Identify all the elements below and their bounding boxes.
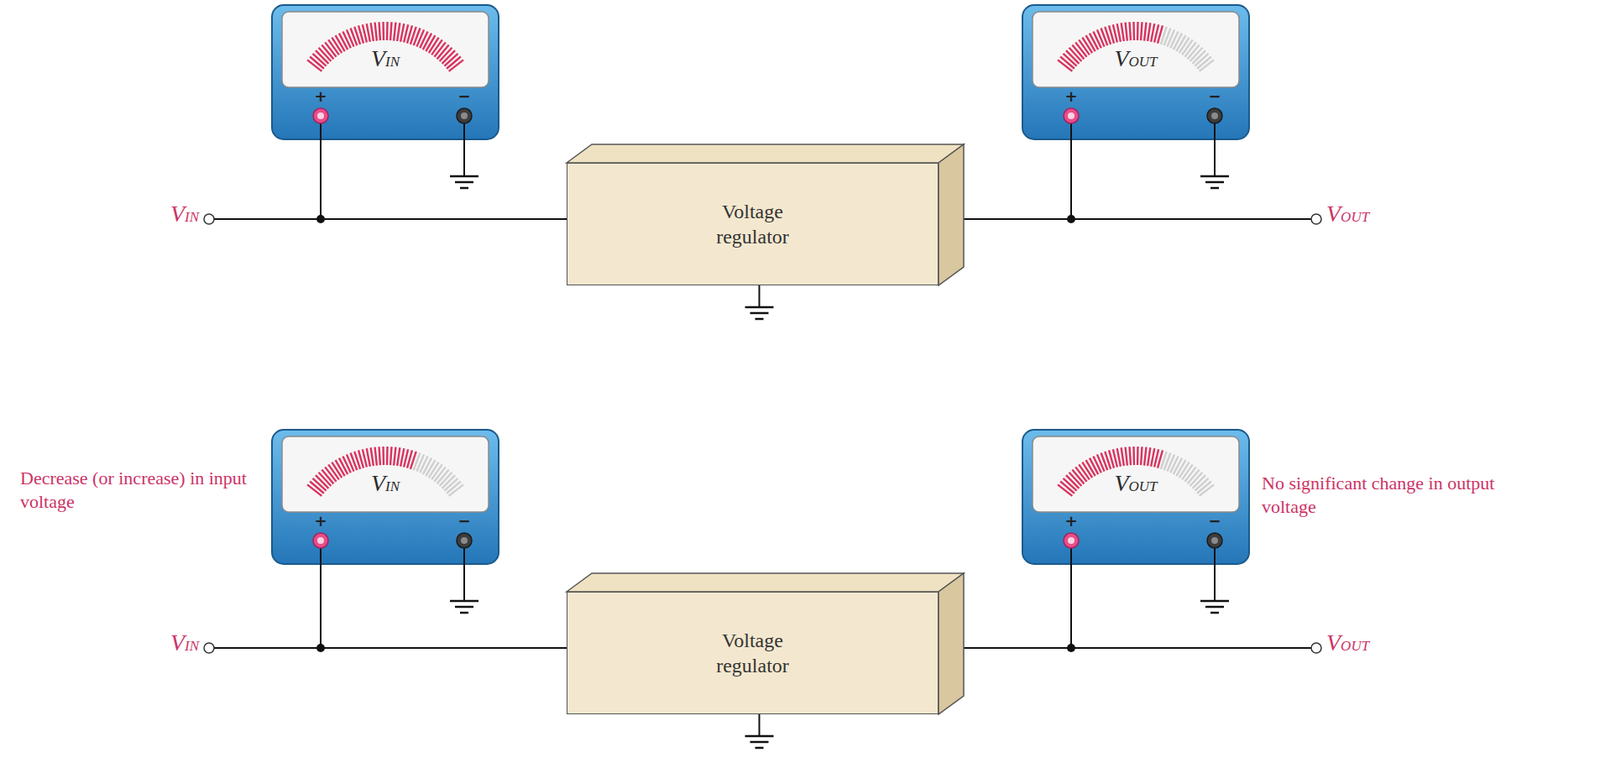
terminal-polarity: + — [1054, 88, 1088, 105]
terminal-polarity: + — [303, 88, 338, 105]
terminal-label: VOUT — [1326, 200, 1370, 228]
terminal-polarity: − — [1197, 88, 1232, 105]
meter-label: VOUT — [1113, 45, 1157, 73]
meter-label: VIN — [371, 470, 400, 497]
terminal-polarity: + — [1054, 512, 1088, 530]
meter-label: VIN — [371, 45, 400, 73]
voltmeter: VOUT — [1020, 428, 1251, 566]
annotation-note: No significant change in output voltage — [1261, 471, 1514, 518]
meter-body — [1020, 428, 1251, 566]
terminal-polarity: + — [303, 512, 338, 530]
wire-connector — [320, 141, 567, 220]
voltmeter: VIN — [270, 3, 501, 142]
terminal-label: VOUT — [1326, 629, 1370, 657]
wire-connector — [320, 565, 567, 649]
terminal-polarity: − — [447, 88, 482, 105]
regulator-label: Voltage regulator — [690, 627, 816, 679]
voltage-regulator-box: Voltage regulator — [566, 162, 939, 286]
voltmeter: VIN — [270, 428, 501, 566]
terminal-polarity: − — [1197, 512, 1232, 530]
terminal-label: VIN — [170, 629, 199, 657]
meter-body — [270, 428, 501, 566]
terminal-polarity: − — [447, 512, 482, 530]
voltage-regulator-box: Voltage regulator — [566, 591, 939, 715]
annotation-note: Decrease (or increase) in input voltage — [20, 466, 247, 513]
terminal-label: VIN — [170, 200, 199, 228]
voltmeter: VOUT — [1020, 3, 1251, 142]
regulator-label: Voltage regulator — [690, 198, 816, 250]
meter-label: VOUT — [1113, 470, 1157, 497]
meter-body — [1020, 3, 1251, 142]
meter-body — [270, 3, 501, 142]
